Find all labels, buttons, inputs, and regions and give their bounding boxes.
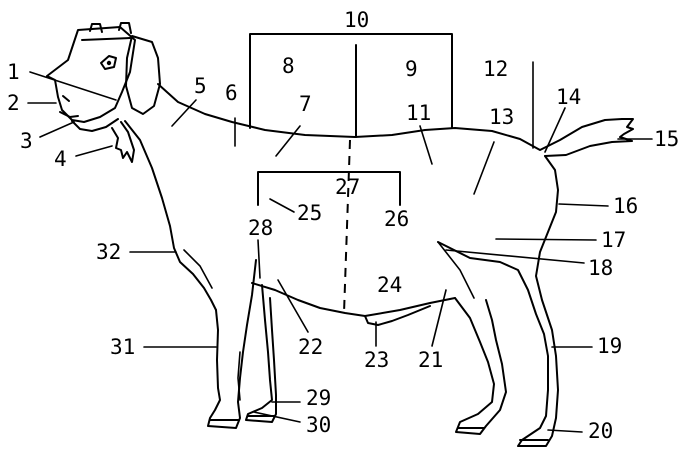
label-1: 1: [7, 60, 20, 84]
label-4: 4: [54, 147, 67, 171]
label-16: 16: [613, 194, 638, 218]
label-20: 20: [588, 419, 613, 443]
label-17: 17: [601, 228, 626, 252]
label-13: 13: [489, 105, 514, 129]
label-24: 24: [377, 273, 402, 297]
label-28: 28: [248, 216, 273, 240]
label-23: 23: [364, 348, 389, 372]
goat-body: [112, 84, 633, 325]
label-21: 21: [418, 348, 443, 372]
number-labels: 1 2 3 4 5 6 7 8 9 10 11 12 13 14 15 16 1…: [7, 8, 679, 443]
label-6: 6: [225, 81, 238, 105]
hind-leg-inner: [455, 298, 506, 434]
leader-lines: [28, 62, 652, 432]
label-29: 29: [306, 386, 331, 410]
label-10: 10: [344, 8, 369, 32]
label-5: 5: [194, 74, 207, 98]
label-11: 11: [406, 101, 431, 125]
hind-legs: [438, 156, 558, 446]
bracket-27: [258, 172, 400, 205]
dashed-divider: [344, 140, 350, 313]
leader-28: [258, 240, 260, 278]
label-19: 19: [597, 334, 622, 358]
leader-3: [40, 122, 74, 137]
leader-21: [432, 290, 446, 346]
label-18: 18: [588, 256, 613, 280]
label-2: 2: [7, 91, 20, 115]
label-30: 30: [306, 413, 331, 437]
mouth: [60, 112, 78, 117]
nostril: [63, 96, 69, 101]
leader-14: [545, 108, 565, 152]
front-legs: [208, 260, 276, 428]
forehead-line: [82, 38, 130, 40]
leader-11: [420, 126, 432, 164]
label-12: 12: [483, 57, 508, 81]
goat-head: [47, 23, 160, 131]
leader-7: [276, 126, 300, 156]
leader-17: [496, 239, 596, 240]
leader-25: [270, 199, 294, 212]
face-outline: [47, 27, 135, 122]
region-markers: [250, 34, 452, 313]
leader-13: [474, 142, 494, 194]
label-9: 9: [405, 57, 418, 81]
hind-leg-outer: [438, 156, 558, 446]
eye-pupil: [107, 61, 111, 65]
label-32: 32: [96, 240, 121, 264]
label-7: 7: [299, 92, 312, 116]
front-leg-outer: [208, 260, 256, 428]
throat-chest: [125, 121, 216, 310]
leader-1: [30, 72, 116, 100]
leader-22: [278, 280, 308, 332]
label-22: 22: [298, 335, 323, 359]
label-15: 15: [654, 127, 679, 151]
ear: [126, 36, 160, 114]
label-8: 8: [282, 54, 295, 78]
label-31: 31: [110, 335, 135, 359]
label-26: 26: [384, 207, 409, 231]
leader-4: [76, 146, 112, 156]
label-14: 14: [556, 85, 581, 109]
udder: [365, 306, 430, 325]
label-25: 25: [297, 201, 322, 225]
label-27: 27: [335, 175, 360, 199]
label-3: 3: [20, 129, 33, 153]
leader-16: [559, 204, 608, 206]
